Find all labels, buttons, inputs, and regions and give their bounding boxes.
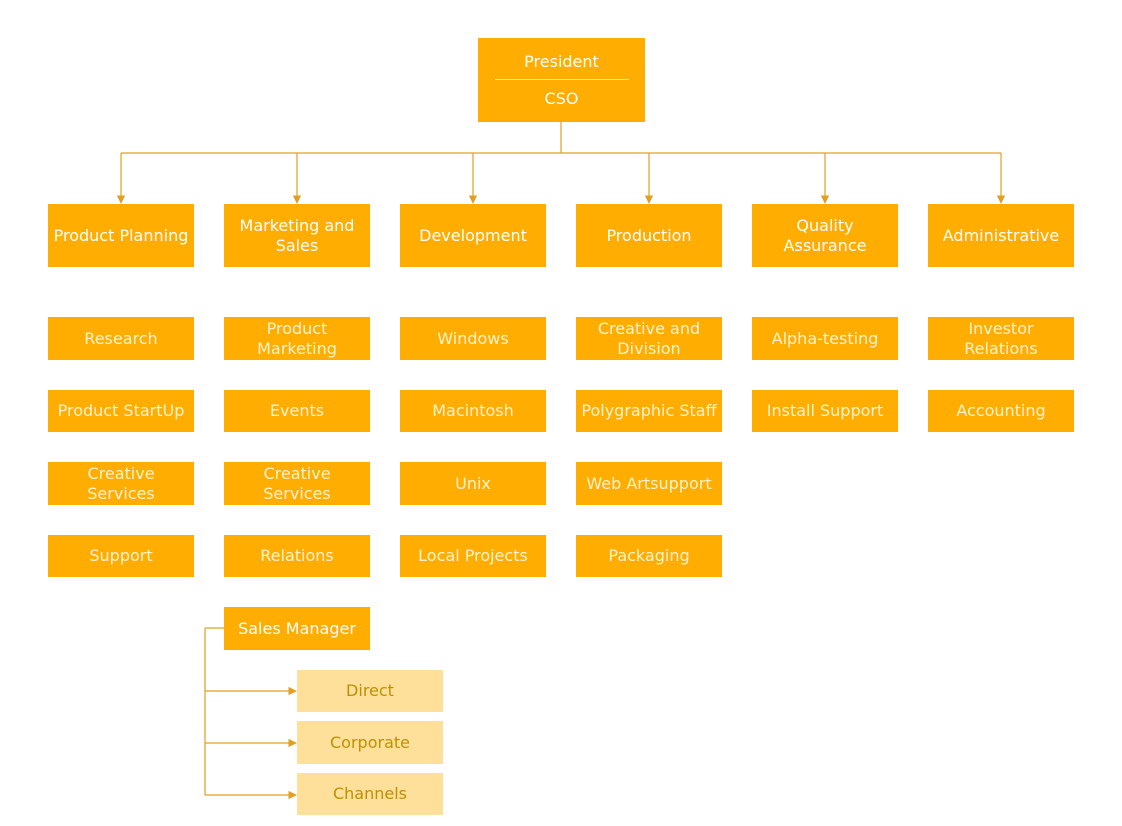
subunit-label: Events: [269, 401, 325, 420]
subunit-product-marketing: Product Marketing: [224, 317, 370, 360]
dept-label: Administrative: [942, 225, 1060, 245]
subunit-polygraphic-staff: Polygraphic Staff: [576, 390, 722, 432]
subunit-local-projects: Local Projects: [400, 535, 546, 577]
subunit-label: Investor Relations: [964, 318, 1038, 358]
subunit-label: Local Projects: [418, 546, 528, 565]
subunit-creative-services: Creative Services: [224, 462, 370, 505]
sales-manager-label: Sales Manager: [238, 618, 356, 638]
subunit-label: Support: [89, 546, 153, 565]
subunit-label: Creative Services: [87, 463, 155, 503]
subunit-label: Unix: [455, 473, 491, 493]
channel-label: Channels: [332, 784, 408, 803]
dept-label: Marketing and Sales: [239, 215, 355, 255]
dept-quality-assurance: Quality Assurance: [752, 204, 898, 267]
sales-manager-box: Sales Manager: [224, 607, 370, 650]
subunit-investor-relations: Investor Relations: [928, 317, 1074, 360]
dept-production: Production: [576, 204, 722, 267]
subunit-support: Support: [48, 535, 194, 577]
subunit-install-support: Install Support: [752, 390, 898, 432]
channel-label: Direct: [346, 681, 394, 700]
subunit-label: Install Support: [766, 401, 884, 420]
subunit-creative-and-division: Creative and Division: [576, 317, 722, 360]
channel-label: Corporate: [330, 732, 410, 752]
subunit-web-artsupport: Web Artsupport: [576, 462, 722, 505]
channel-direct: Direct: [297, 670, 443, 712]
subunit-label: Product Marketing: [257, 318, 337, 358]
subunit-product-startup: Product StartUp: [48, 390, 194, 432]
subunit-label: Creative Services: [263, 463, 331, 503]
subunit-windows: Windows: [400, 317, 546, 360]
subunit-relations: Relations: [224, 535, 370, 577]
dept-label: Development: [419, 225, 527, 245]
president-label: President: [524, 51, 599, 71]
subunit-research: Research: [48, 317, 194, 360]
dept-label: Quality Assurance: [783, 215, 867, 255]
subunit-unix: Unix: [400, 462, 546, 505]
subunit-label: Relations: [260, 546, 334, 565]
title-divider: [494, 78, 629, 80]
cso-label: CSO: [544, 88, 579, 108]
subunit-label: Creative and Division: [597, 318, 701, 358]
subunit-label: Product StartUp: [57, 401, 185, 420]
subunit-creative-services: Creative Services: [48, 462, 194, 505]
dept-administrative: Administrative: [928, 204, 1074, 267]
subunit-packaging: Packaging: [576, 535, 722, 577]
dept-development: Development: [400, 204, 546, 267]
dept-marketing-and-sales: Marketing and Sales: [224, 204, 370, 267]
channel-channels: Channels: [297, 773, 443, 815]
subunit-label: Accounting: [956, 401, 1046, 420]
subunit-accounting: Accounting: [928, 390, 1074, 432]
subunit-label: Macintosh: [432, 401, 514, 420]
subunit-label: Polygraphic Staff: [581, 401, 717, 420]
subunit-label: Packaging: [608, 546, 690, 565]
dept-product-planning: Product Planning: [48, 204, 194, 267]
dept-label: Production: [606, 225, 692, 245]
subunit-label: Alpha-testing: [771, 328, 879, 348]
subunit-alpha-testing: Alpha-testing: [752, 317, 898, 360]
subunit-macintosh: Macintosh: [400, 390, 546, 432]
president-cso-box: President CSO: [478, 38, 645, 122]
subunit-events: Events: [224, 390, 370, 432]
dept-label: Product Planning: [53, 225, 189, 245]
subunit-label: Research: [84, 328, 158, 348]
channel-corporate: Corporate: [297, 721, 443, 764]
subunit-label: Web Artsupport: [586, 473, 712, 493]
subunit-label: Windows: [437, 328, 509, 348]
